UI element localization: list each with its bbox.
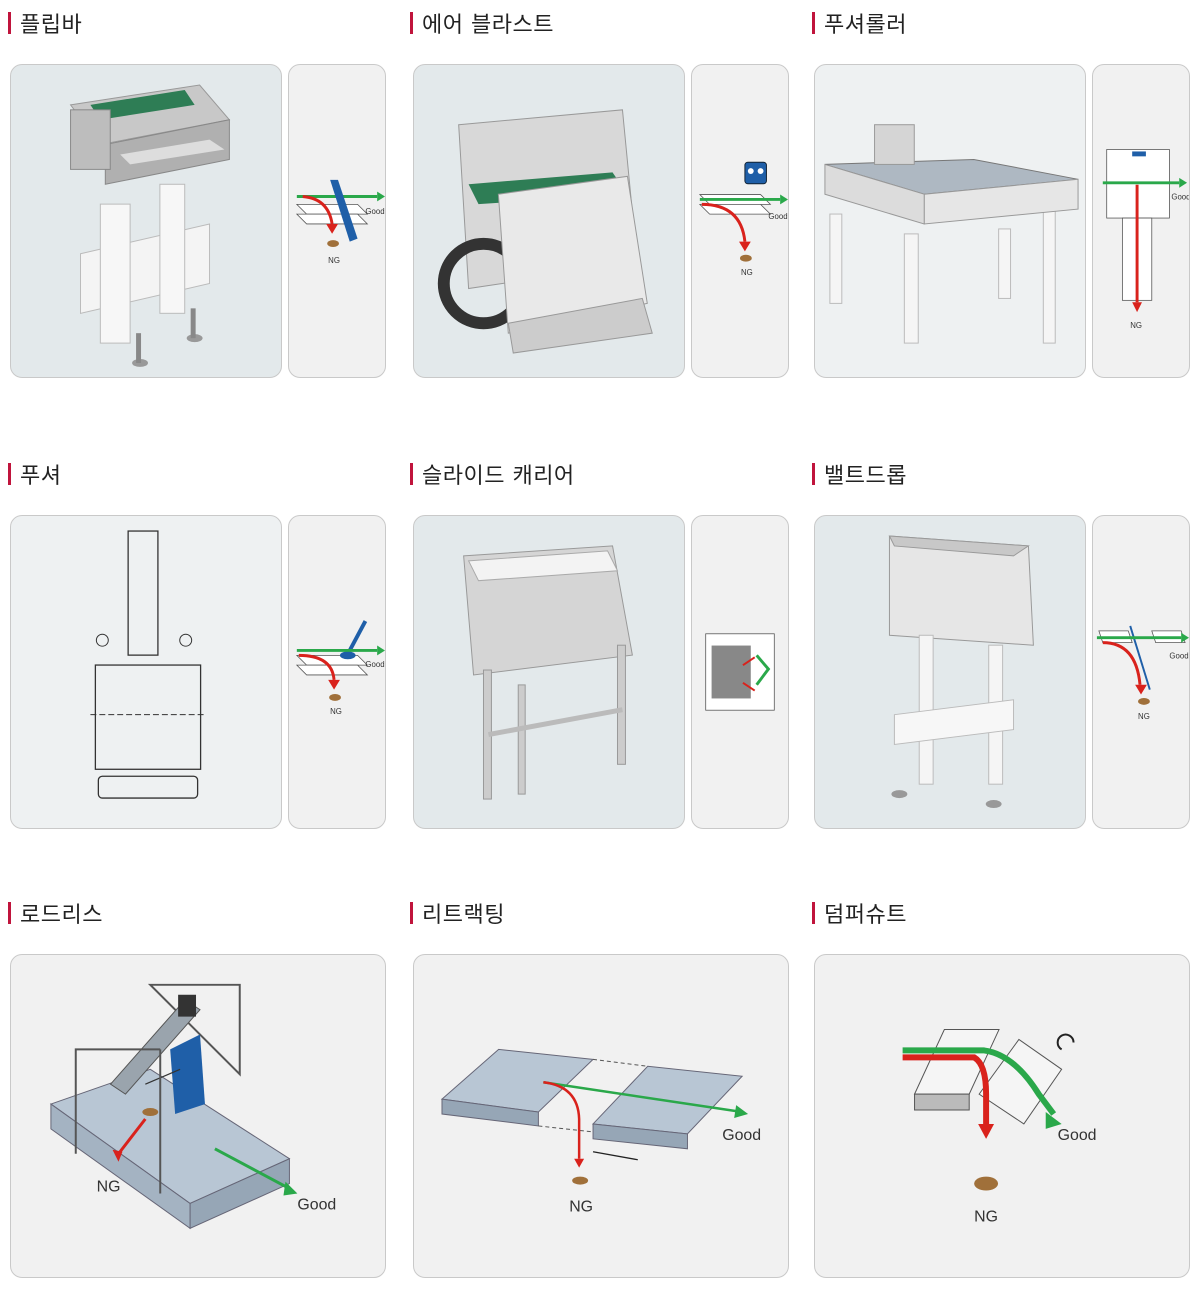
ng-label: NG <box>569 1198 593 1215</box>
ng-label: NG <box>330 707 342 716</box>
dumper-chute-diagram: NG Good <box>814 954 1190 1278</box>
ng-label: NG <box>974 1208 998 1225</box>
belt-drop-photo <box>814 515 1086 829</box>
section-title: 푸셔롤러 <box>812 8 907 38</box>
ng-label: NG <box>741 268 753 277</box>
section-title: 에어 블라스트 <box>410 8 554 38</box>
good-label: Good <box>297 1196 336 1213</box>
section-title: 푸셔 <box>8 459 61 489</box>
good-label: Good <box>1171 192 1189 201</box>
pusher-roller-diagram: Good NG <box>1092 64 1190 378</box>
section-rodless: 로드리스 NG Good <box>8 898 388 1280</box>
section-retracting: 리트랙팅 NG Good <box>410 898 790 1280</box>
slide-carrier-photo <box>413 515 685 829</box>
section-pusher-roller: 푸셔롤러 Good NG <box>812 8 1192 380</box>
slide-carrier-diagram <box>691 515 789 829</box>
section-air-blast: 에어 블라스트 Good NG <box>410 8 790 380</box>
section-belt-drop: 밸트드롭 Good NG <box>812 459 1192 831</box>
section-dumper-chute: 덤퍼슈트 NG Good <box>812 898 1192 1280</box>
air-blast-diagram: Good NG <box>691 64 789 378</box>
pusher-roller-photo <box>814 64 1086 378</box>
section-flip-bar: 플립바 Good NG <box>8 8 388 380</box>
section-slide-carrier: 슬라이드 캐리어 <box>410 459 790 831</box>
flip-bar-photo <box>10 64 282 378</box>
section-title: 로드리스 <box>8 898 103 928</box>
ng-label: NG <box>97 1179 121 1196</box>
pusher-diagram: Good NG <box>288 515 386 829</box>
good-label: Good <box>1169 651 1188 660</box>
section-title: 리트랙팅 <box>410 898 505 928</box>
belt-drop-diagram: Good NG <box>1092 515 1190 829</box>
section-title: 플립바 <box>8 8 82 38</box>
section-title: 덤퍼슈트 <box>812 898 907 928</box>
good-label: Good <box>365 660 384 669</box>
ng-label: NG <box>1130 321 1142 330</box>
good-label: Good <box>722 1127 761 1144</box>
good-label: Good <box>365 207 384 216</box>
ng-label: NG <box>328 256 340 265</box>
air-blast-photo <box>413 64 685 378</box>
retracting-diagram: NG Good <box>413 954 789 1278</box>
pusher-drawing <box>10 515 282 829</box>
flip-bar-diagram: Good NG <box>288 64 386 378</box>
ng-label: NG <box>1138 712 1150 721</box>
good-label: Good <box>1058 1127 1097 1144</box>
section-title: 밸트드롭 <box>812 459 907 489</box>
section-pusher: 푸셔 Good NG <box>8 459 388 831</box>
good-label: Good <box>768 212 787 221</box>
rodless-diagram: NG Good <box>10 954 386 1278</box>
section-title: 슬라이드 캐리어 <box>410 459 575 489</box>
